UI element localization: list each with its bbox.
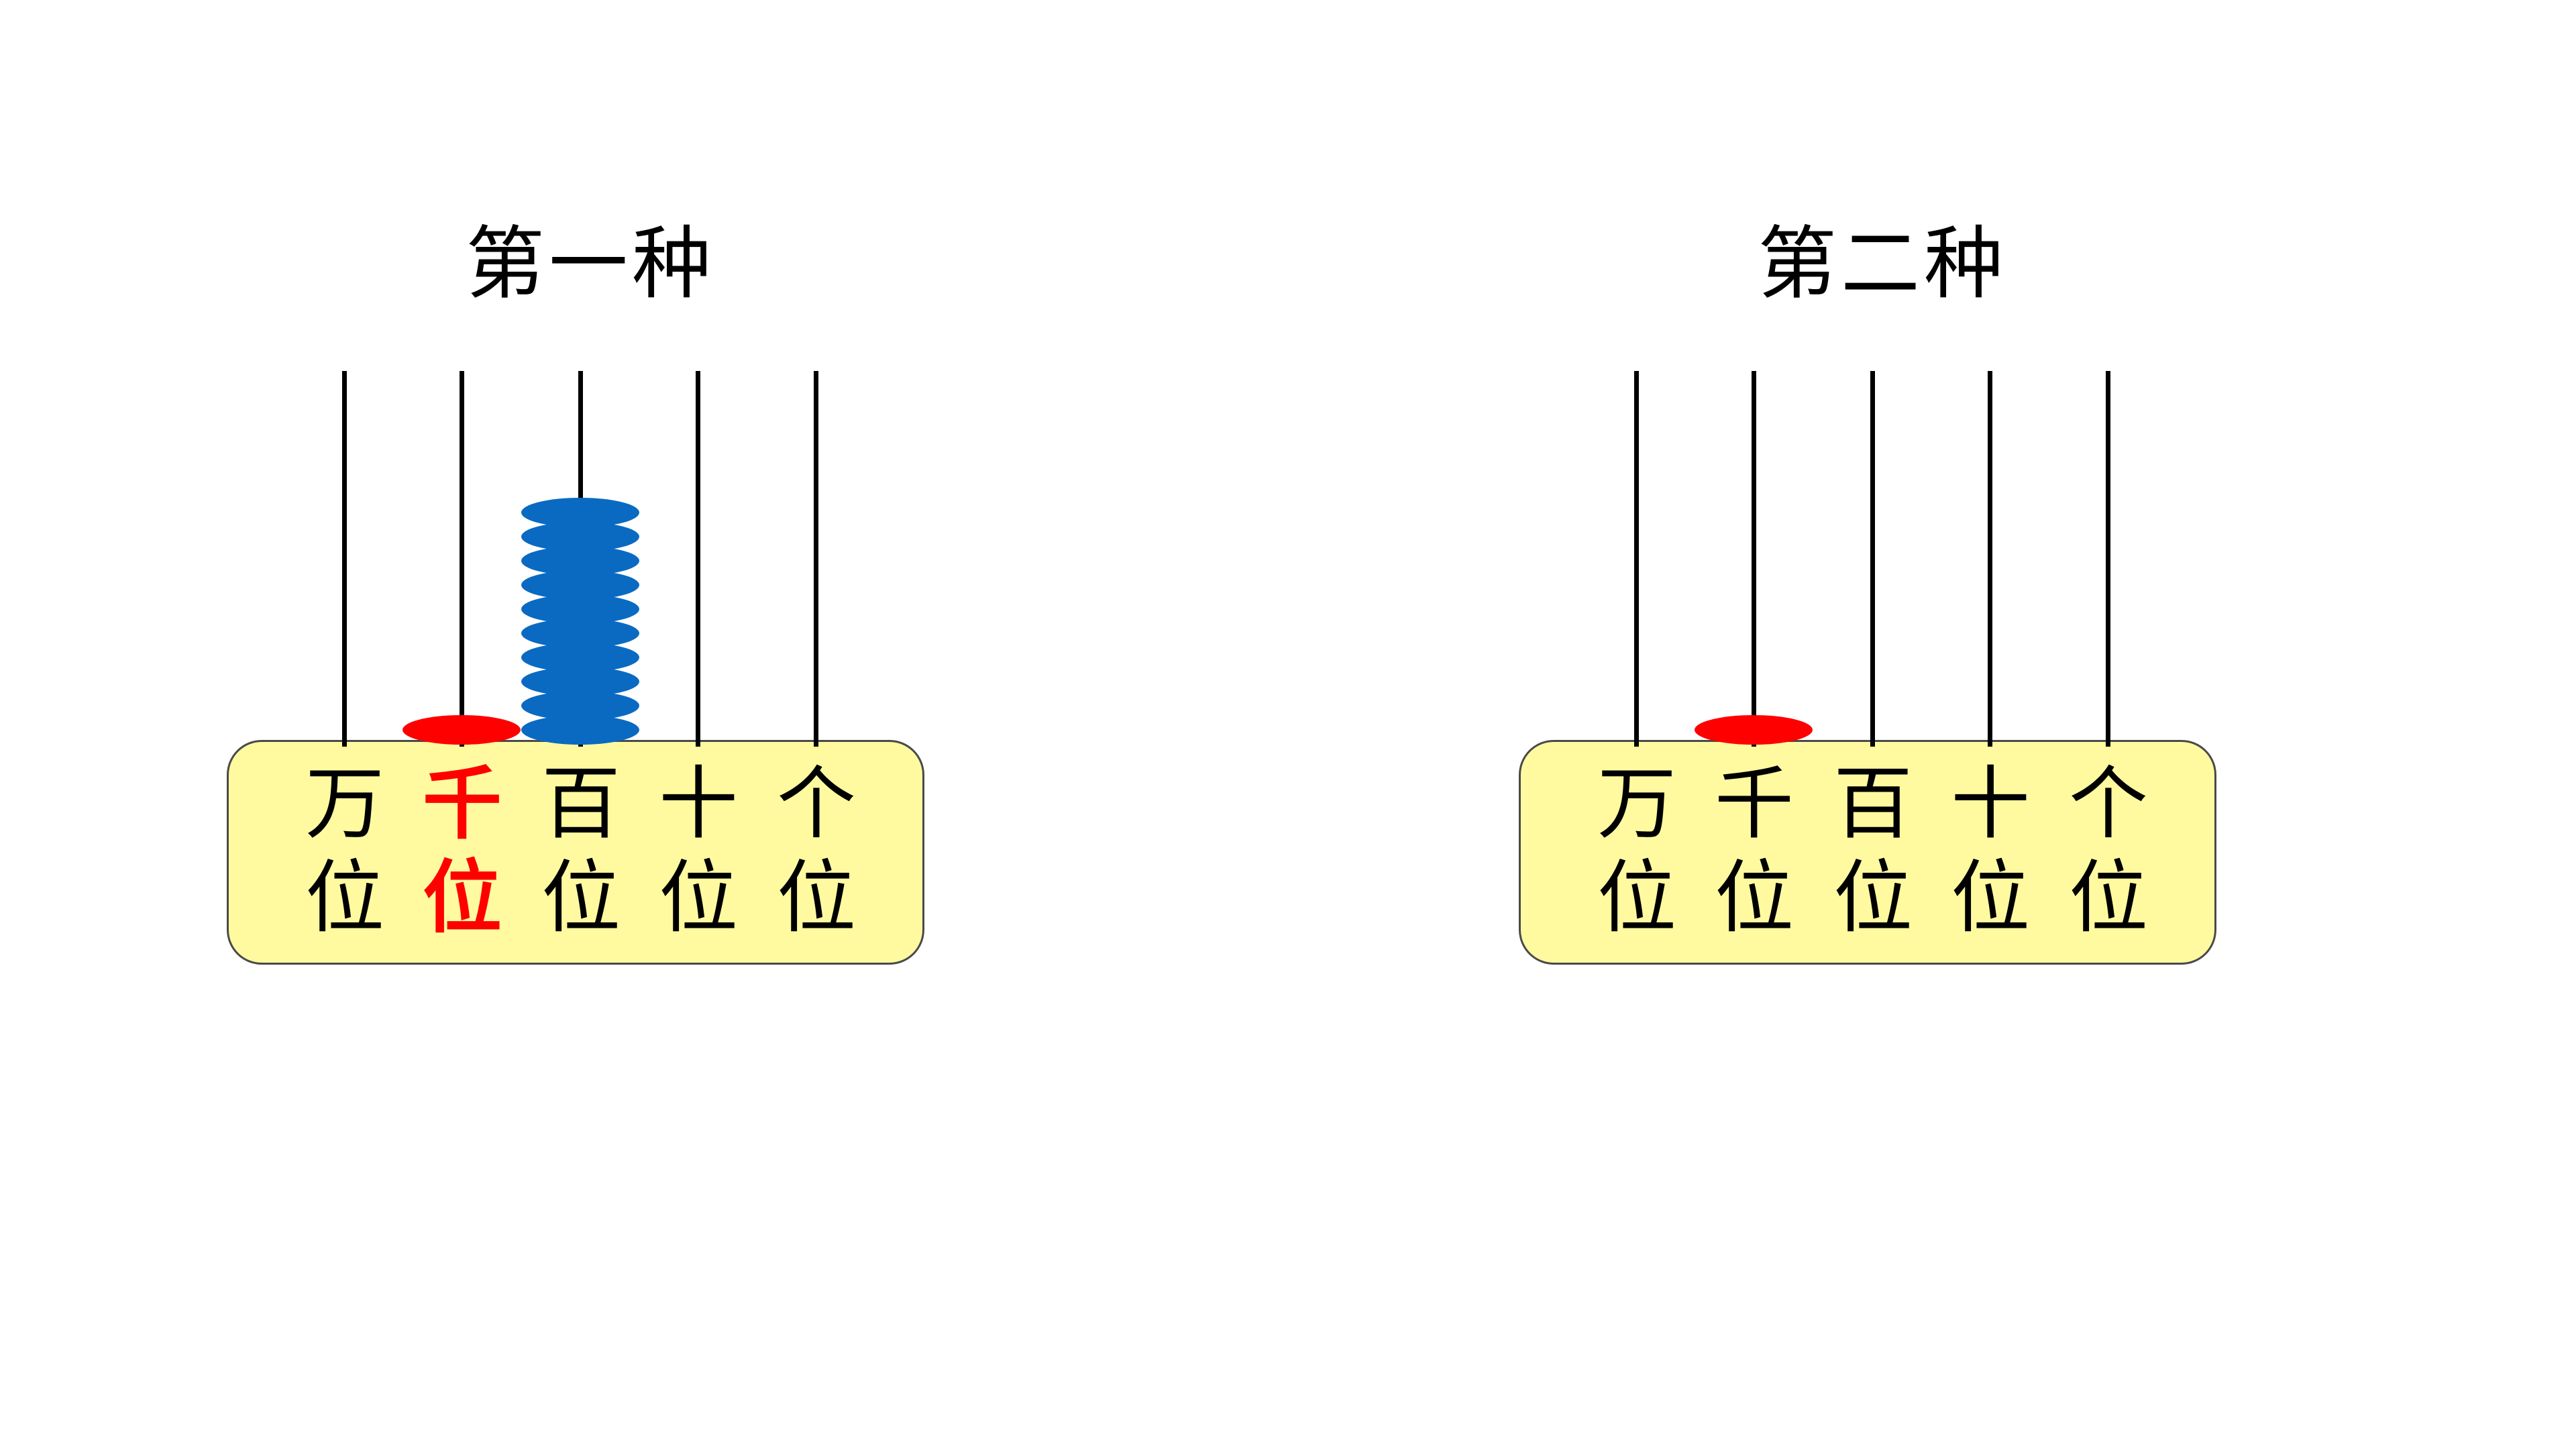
rod-ones	[2106, 371, 2110, 747]
place-suffix: 位	[776, 851, 856, 944]
place-name: 万	[305, 757, 384, 850]
red-bead	[1695, 715, 1813, 745]
place-suffix: 位	[422, 851, 502, 944]
place-suffix: 位	[305, 851, 384, 944]
label-ones: 个 位	[759, 757, 873, 945]
place-suffix: 位	[1833, 851, 1913, 944]
place-name: 万	[1597, 757, 1676, 850]
label-hundreds: 百 位	[1816, 757, 1930, 945]
label-tens: 十 位	[641, 757, 755, 945]
abacus-title: 第一种	[465, 217, 715, 310]
place-name: 个	[2068, 757, 2148, 850]
rod-tens	[1988, 371, 1992, 747]
abacus-first: 第一种 万 位 千 位 百 位 十 位 个 位	[221, 0, 959, 979]
abacus-title: 第二种	[1757, 217, 2007, 310]
place-name: 千	[422, 757, 502, 850]
place-value-label-box	[227, 740, 924, 965]
label-ten-thousands: 万 位	[288, 757, 402, 945]
rod-ones	[814, 371, 818, 747]
place-suffix: 位	[658, 851, 738, 944]
place-name: 百	[541, 757, 621, 850]
rod-hundreds	[1870, 371, 1875, 747]
place-suffix: 位	[1714, 851, 1794, 944]
label-ten-thousands: 万 位	[1580, 757, 1694, 945]
place-suffix: 位	[1950, 851, 2030, 944]
place-name: 十	[658, 757, 738, 850]
place-suffix: 位	[2068, 851, 2148, 944]
place-value-label-box	[1519, 740, 2216, 965]
place-suffix: 位	[1597, 851, 1676, 944]
rod-tens	[696, 371, 700, 747]
label-hundreds: 百 位	[524, 757, 638, 945]
place-suffix: 位	[541, 851, 621, 944]
blue-bead	[521, 498, 639, 527]
place-name: 十	[1950, 757, 2030, 850]
red-bead	[402, 715, 521, 745]
label-thousands: 千 位	[405, 757, 519, 945]
place-name: 百	[1833, 757, 1913, 850]
rod-thousands	[1752, 371, 1756, 747]
place-name: 千	[1714, 757, 1794, 850]
label-thousands: 千 位	[1697, 757, 1811, 945]
rod-ten-thousands	[342, 371, 347, 747]
rod-ten-thousands	[1634, 371, 1639, 747]
place-name: 个	[776, 757, 856, 850]
label-ones: 个 位	[2051, 757, 2165, 945]
rod-thousands	[460, 371, 464, 747]
abacus-second: 第二种 万 位 千 位 百 位 十 位 个 位	[1513, 0, 2251, 979]
label-tens: 十 位	[1933, 757, 2047, 945]
